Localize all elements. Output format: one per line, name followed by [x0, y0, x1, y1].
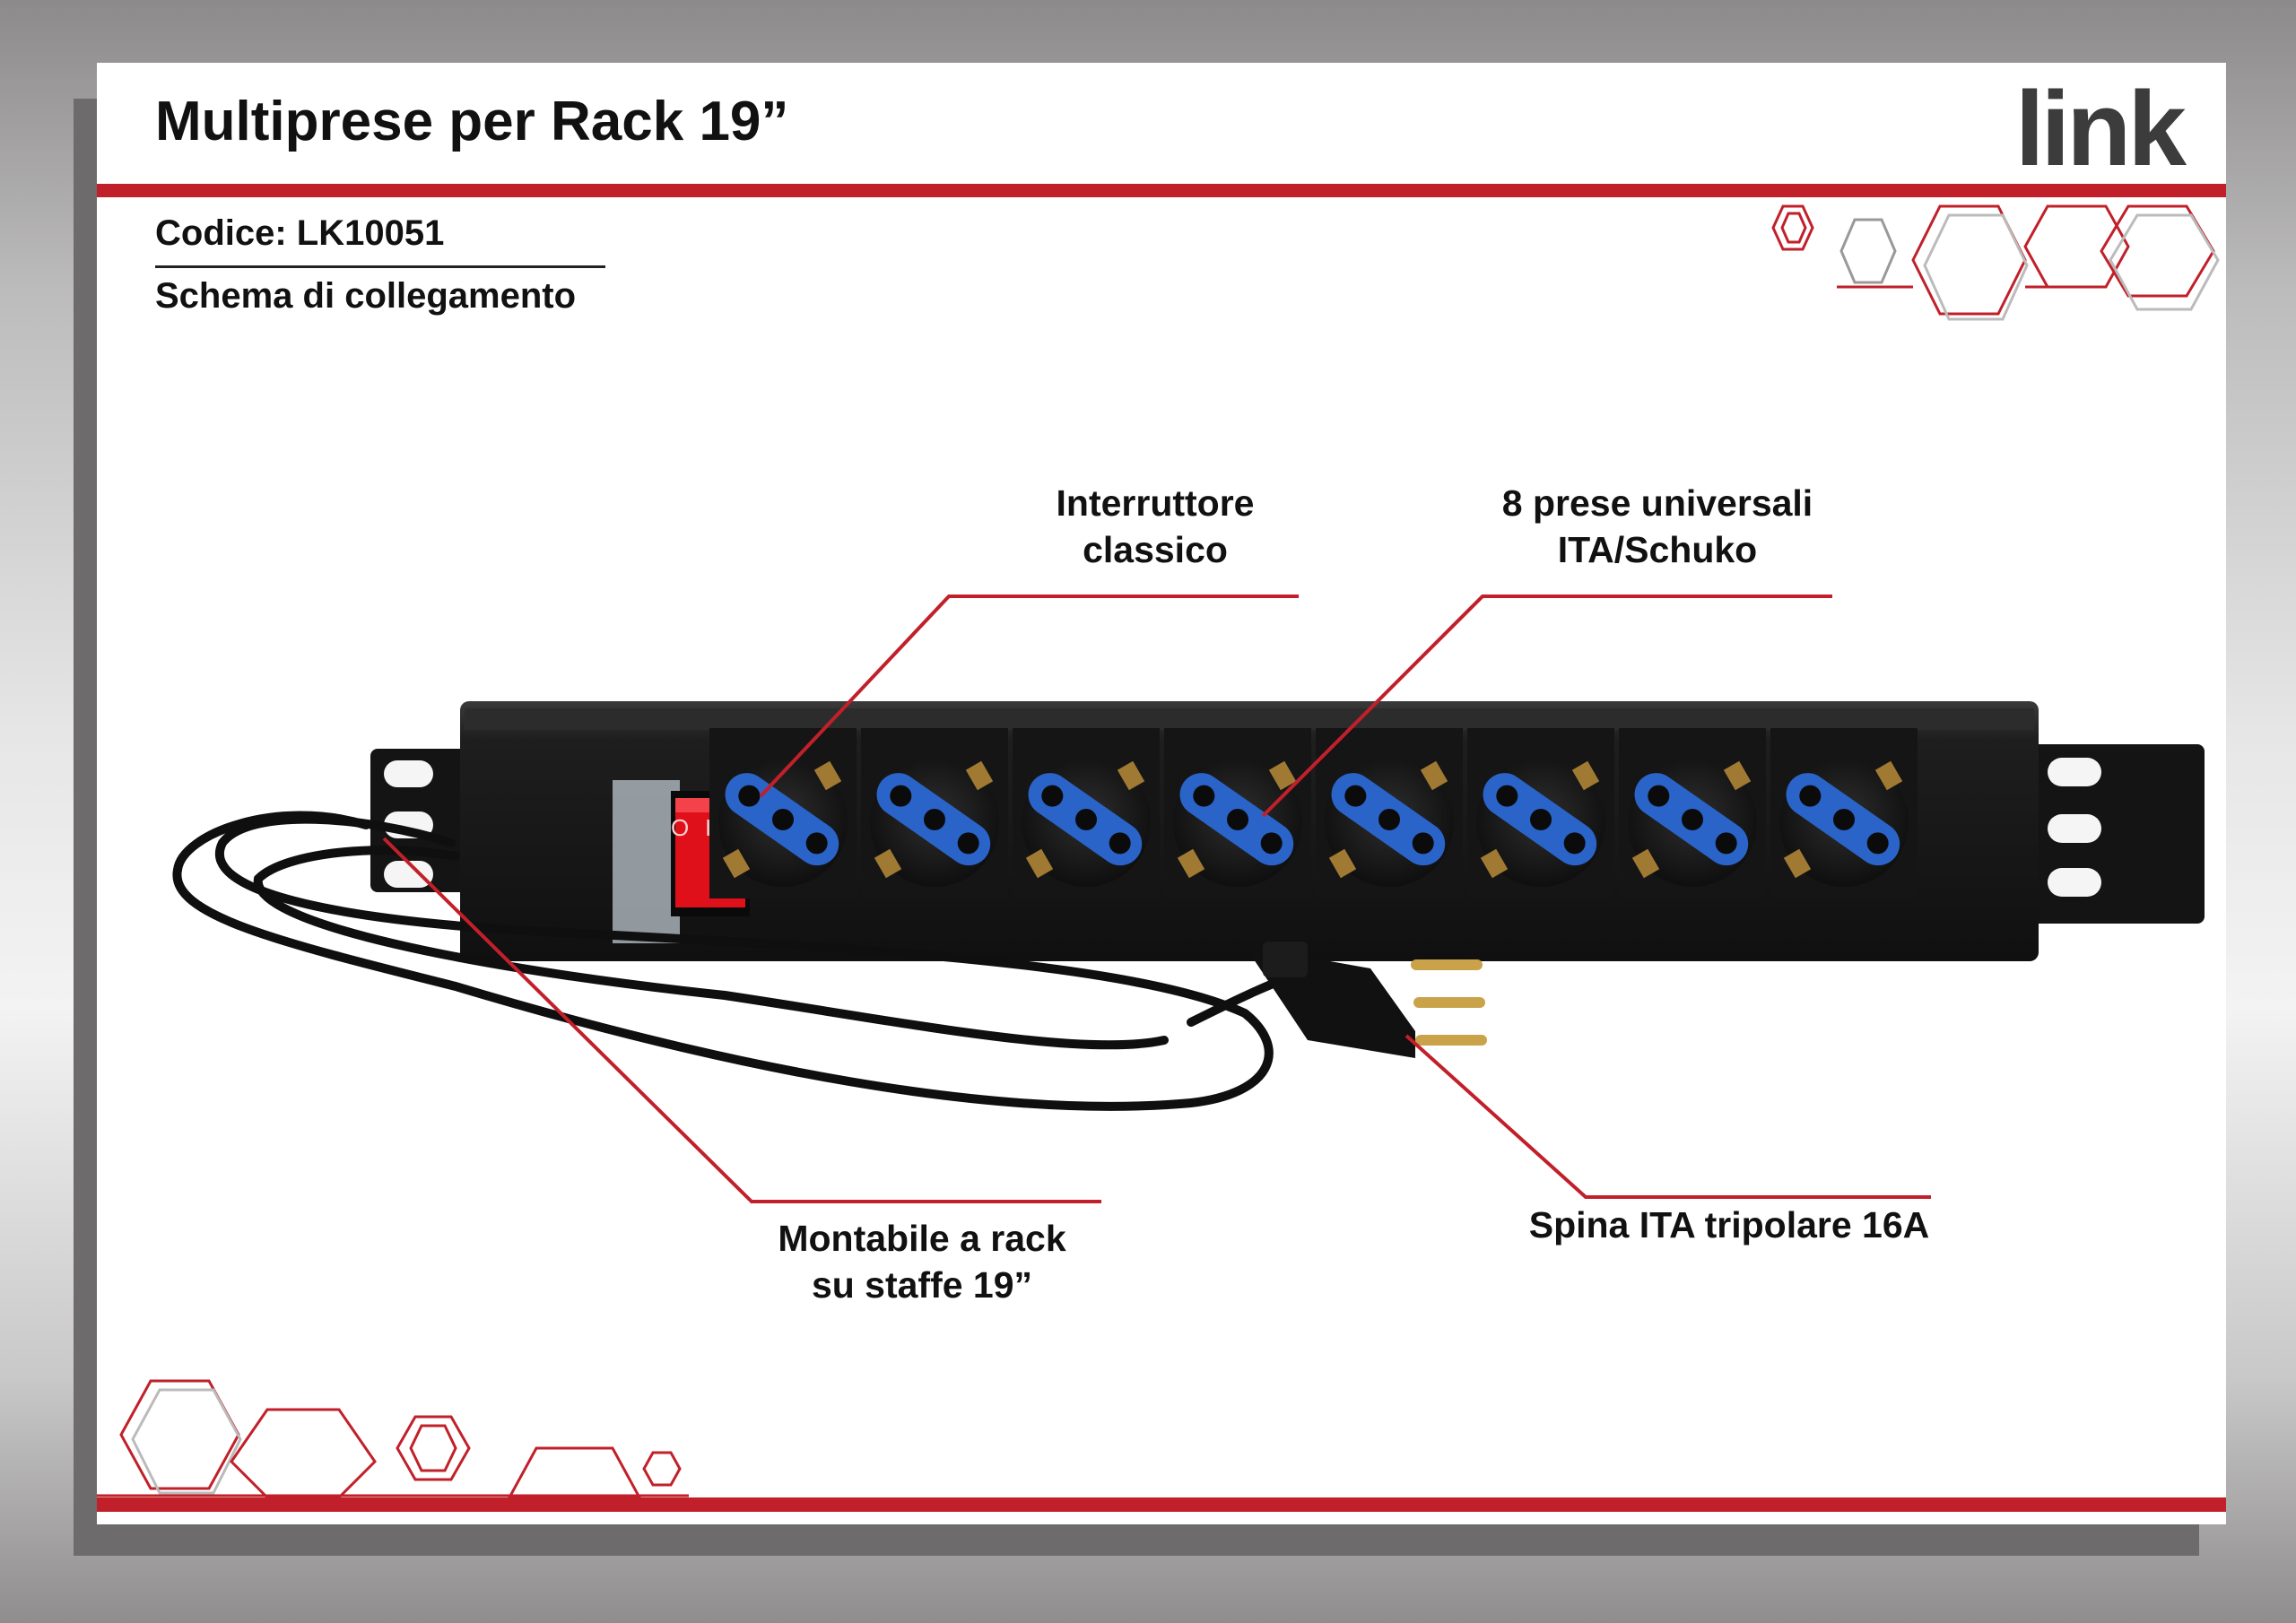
section-subtitle: Schema di collegamento — [155, 276, 577, 316]
socket — [1770, 728, 1918, 898]
callout-rack-mount: Montabile a rack su staffe 19” — [778, 1218, 1066, 1306]
leader-line-plug — [1405, 1034, 1931, 1199]
top-red-bar — [97, 184, 2226, 197]
product-code: Codice: LK10051 — [155, 213, 445, 253]
leader-line-sockets — [1261, 595, 1832, 818]
socket — [861, 728, 1008, 898]
power-strip-illustration: O I — [172, 595, 2205, 1203]
datasheet-page: Multiprese per Rack 19” link Codice: LK1… — [97, 63, 2226, 1524]
hexagon-decoration-top — [1771, 204, 2220, 321]
socket — [1619, 728, 1766, 898]
socket-row — [709, 728, 1918, 898]
callout-plug: Spina ITA tripolare 16A — [1528, 1204, 1930, 1245]
socket — [1164, 728, 1311, 898]
page-title: Multiprese per Rack 19” — [155, 91, 789, 152]
brand-logo: link — [2014, 70, 2187, 188]
leader-line-rack — [382, 837, 1101, 1203]
hexagon-decoration-bottom — [97, 1379, 689, 1497]
switch-off-mark: O — [671, 814, 689, 841]
code-divider — [155, 265, 605, 268]
socket — [1467, 728, 1614, 898]
switch-on-mark: I — [705, 814, 711, 841]
callout-switch: Interruttore classico — [1056, 482, 1255, 570]
socket — [1316, 728, 1463, 898]
callout-sockets: 8 prese universali ITA/Schuko — [1501, 482, 1813, 570]
leader-line-switch — [759, 595, 1299, 798]
socket — [709, 728, 857, 898]
ita-plug — [1245, 942, 1487, 1058]
bottom-red-bar — [97, 1497, 2226, 1512]
socket — [1013, 728, 1160, 898]
